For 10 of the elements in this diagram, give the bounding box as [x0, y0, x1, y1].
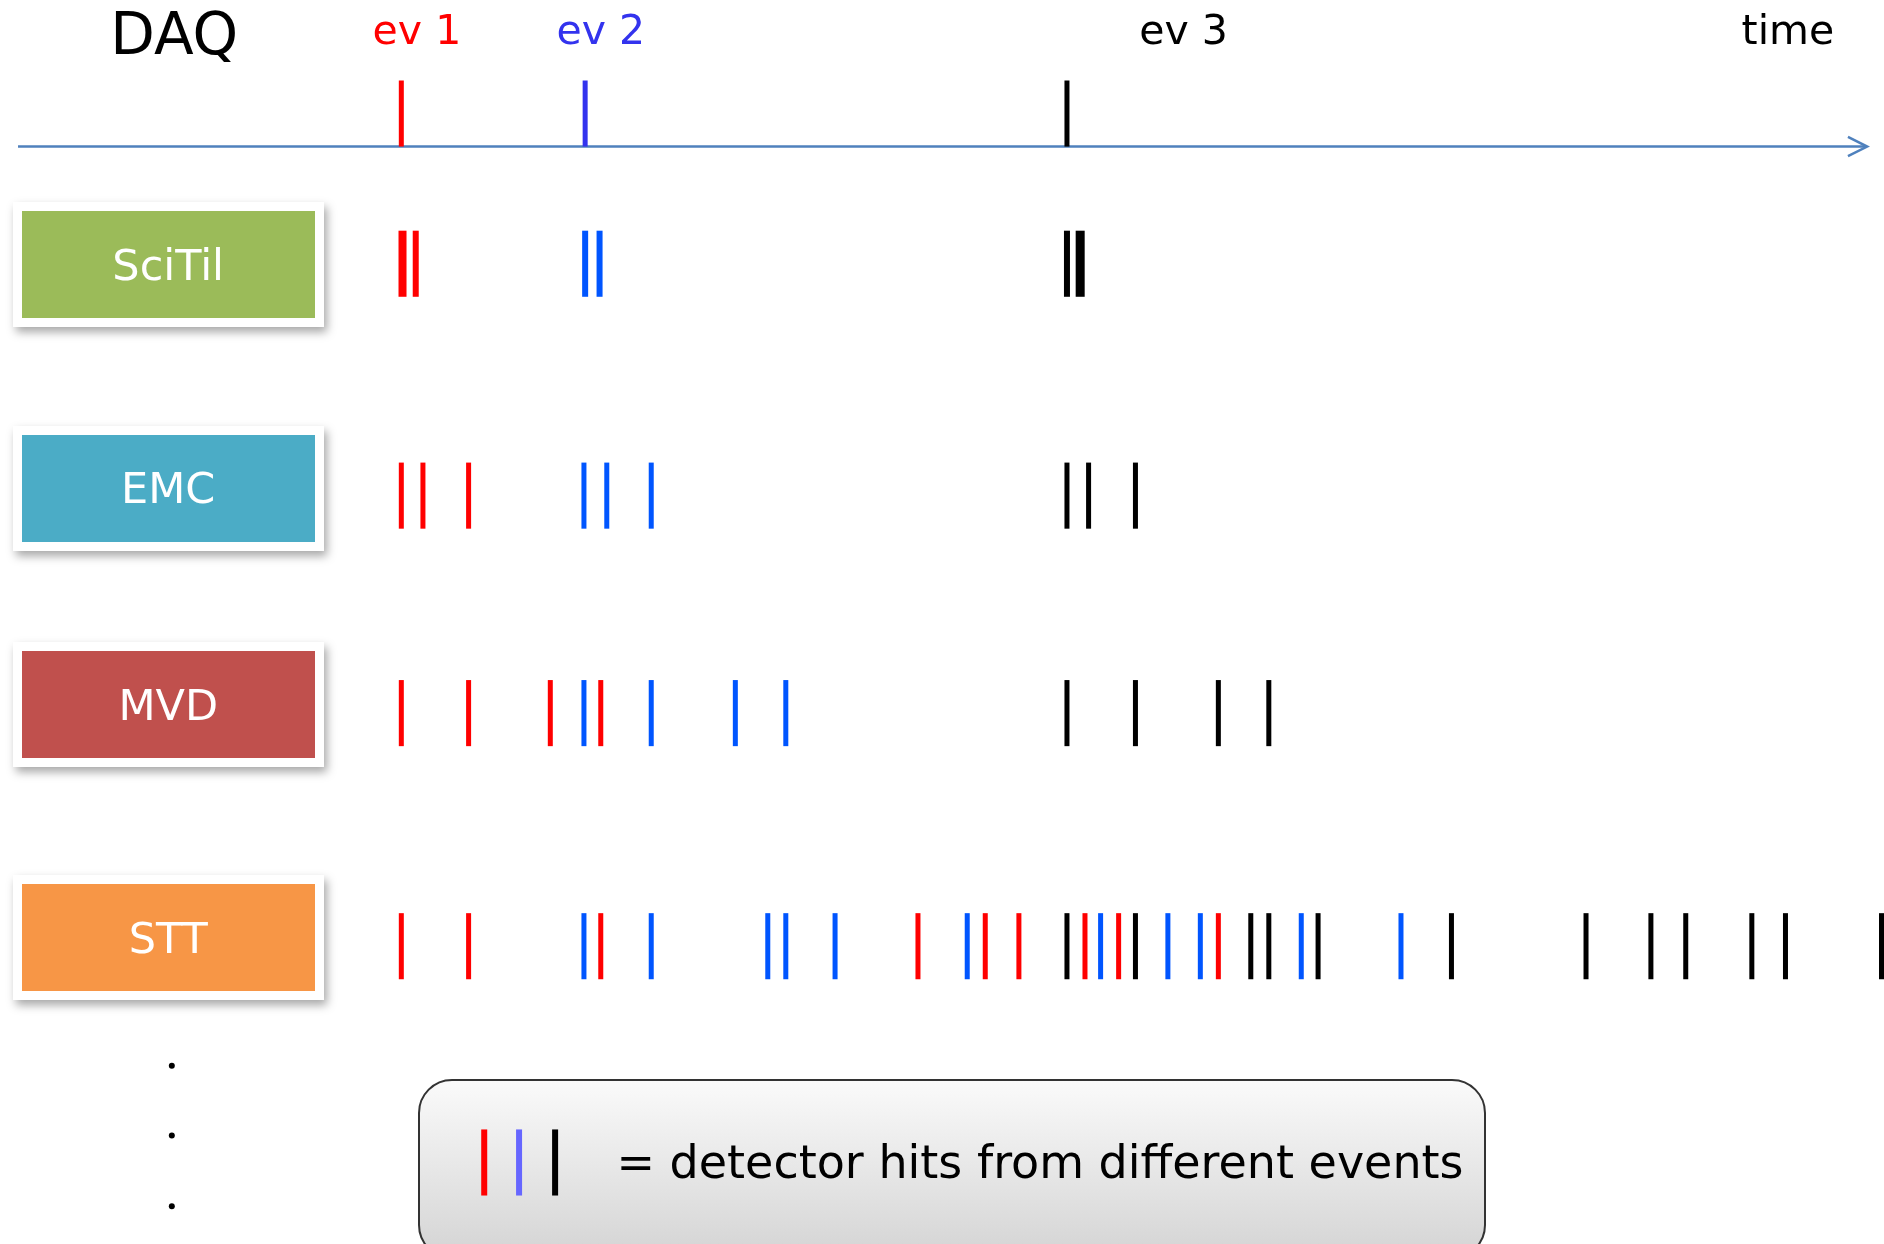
detector-name: STT — [128, 912, 208, 963]
detector-name: MVD — [118, 679, 219, 730]
daq-title: DAQ — [110, 4, 239, 63]
axis-label: time — [1741, 9, 1835, 51]
event-label: ev 2 — [556, 9, 646, 51]
legend-text: = detector hits from different events — [616, 1138, 1464, 1185]
event-label: ev 3 — [1139, 9, 1228, 51]
detector-name: EMC — [121, 463, 216, 514]
detector-name: SciTil — [112, 239, 225, 290]
event-label: ev 1 — [372, 9, 462, 51]
